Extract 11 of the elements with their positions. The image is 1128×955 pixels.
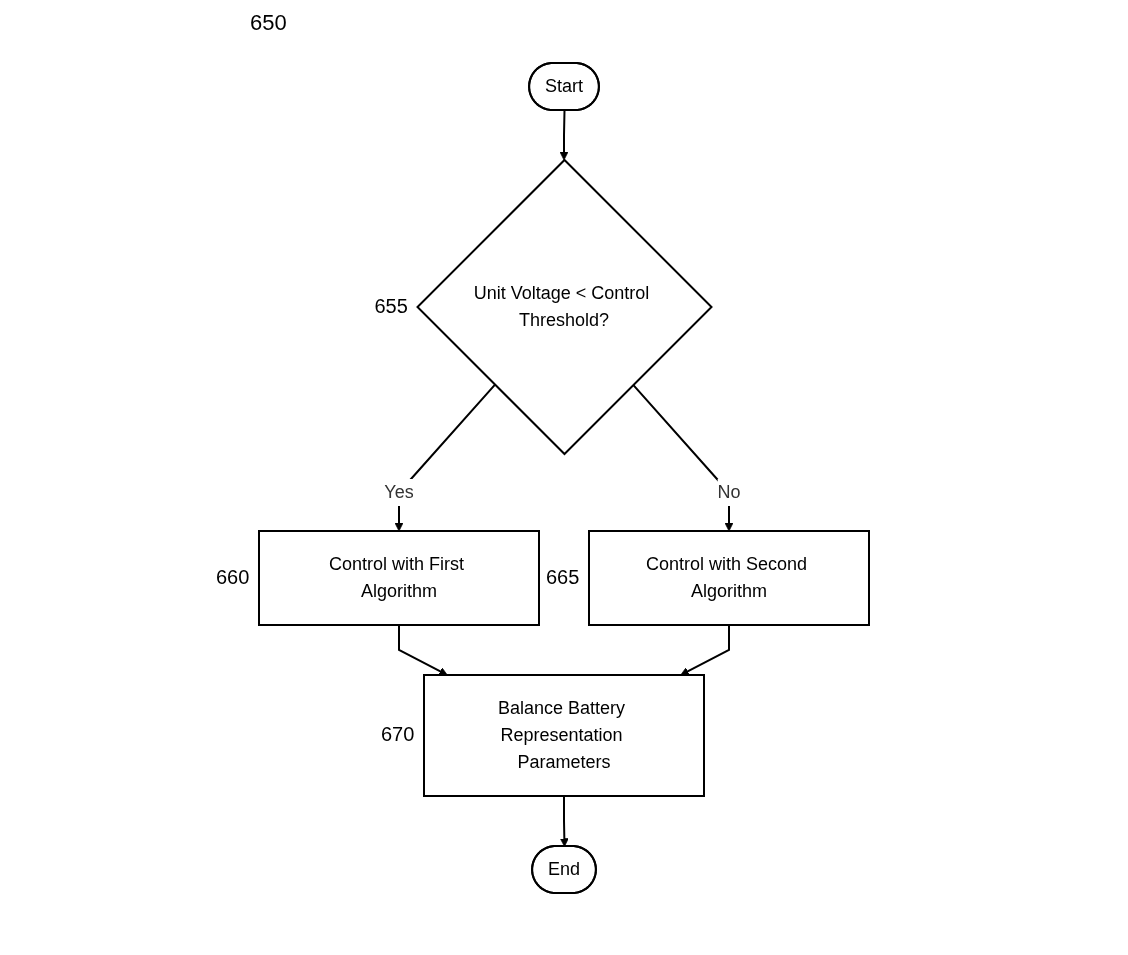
arrow (559, 109, 569, 160)
node-diamond: Unit Voltage < Control Threshold? (416, 158, 713, 455)
reference-number: 650 (250, 10, 287, 36)
node-box: Control with First Algorithm (258, 529, 540, 626)
node-box: Control with Second Algorithm (588, 529, 870, 626)
arrow (559, 794, 569, 847)
edge-label: Yes (384, 481, 414, 502)
arrow (398, 623, 448, 675)
edge-label: No (717, 481, 741, 502)
node-box: Balance Battery Representation Parameters (423, 673, 705, 797)
arrow (680, 623, 730, 675)
